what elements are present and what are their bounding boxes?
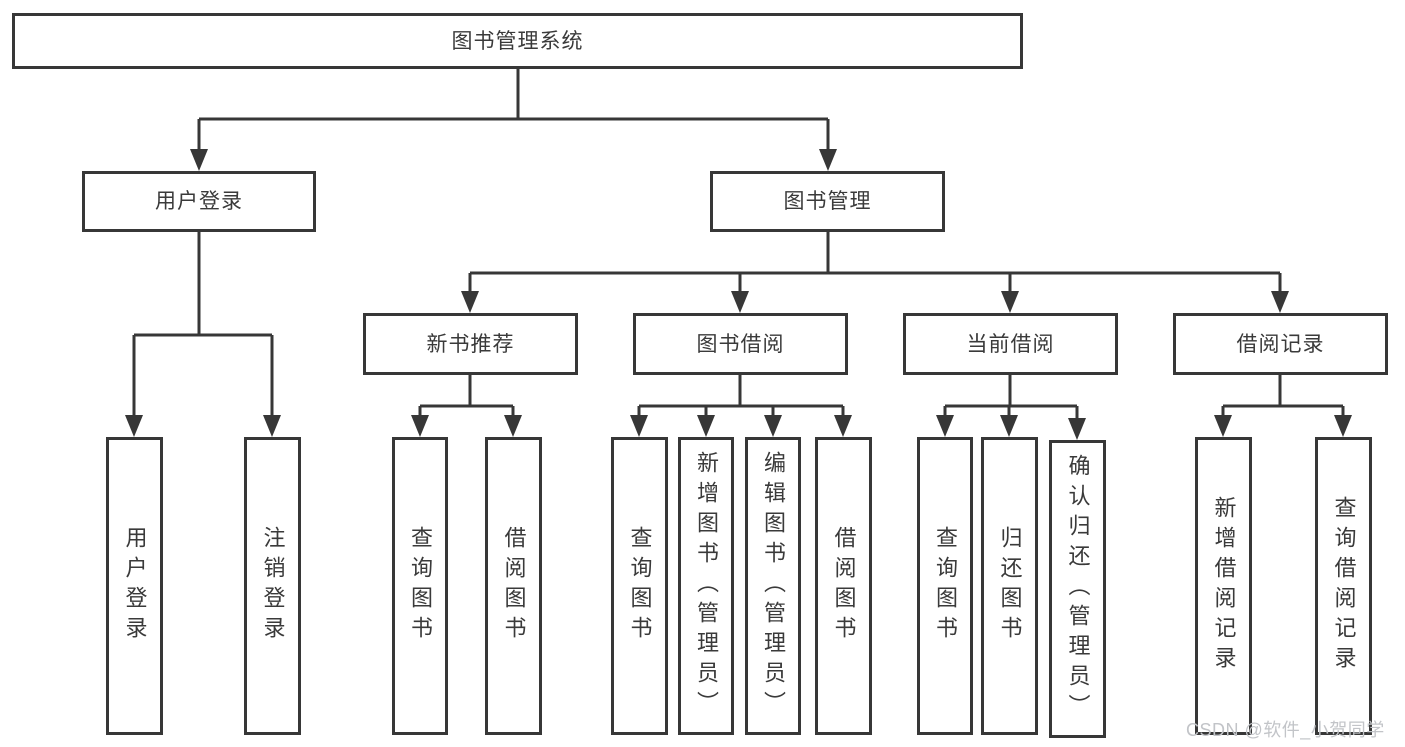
leaf-user-login: 用户登录: [106, 437, 163, 735]
arrowhead: [263, 415, 281, 437]
node-new-book-recommend: 新书推荐: [363, 313, 578, 375]
arrowhead: [190, 149, 208, 171]
node-label: 注销登录: [260, 526, 286, 646]
leaf-confirm-return-admin: 确认归还（管理员）: [1049, 440, 1106, 738]
arrowhead: [731, 291, 749, 313]
node-borrow-records: 借阅记录: [1173, 313, 1388, 375]
leaf-query-book-recommend: 查询图书: [392, 437, 448, 735]
node-library-management-system: 图书管理系统: [12, 13, 1023, 69]
node-label: 当前借阅: [966, 332, 1055, 356]
arrowhead: [834, 415, 852, 437]
leaf-borrow-book: 借阅图书: [815, 437, 872, 735]
connector-user-login-children: [132, 232, 274, 416]
node-label: 查询图书: [627, 526, 653, 646]
connector-root-to-level2: [197, 69, 830, 150]
node-label: 图书管理: [783, 190, 872, 213]
leaf-return-book: 归还图书: [981, 437, 1038, 735]
arrowhead: [1271, 291, 1289, 313]
node-label: 新增图书（管理员）: [694, 451, 719, 721]
arrowhead: [411, 415, 429, 437]
leaf-borrow-book-recommend: 借阅图书: [485, 437, 542, 735]
arrowhead: [764, 415, 782, 437]
arrowhead: [1068, 418, 1086, 440]
arrowhead: [630, 415, 648, 437]
arrowhead: [461, 291, 479, 313]
leaf-edit-book-admin: 编辑图书（管理员）: [745, 437, 801, 735]
node-label: 图书借阅: [696, 332, 785, 356]
arrowhead: [1214, 415, 1232, 437]
connector-borrow-records-children: [1221, 375, 1345, 416]
node-label: 新增借阅记录: [1211, 496, 1237, 676]
watermark: CSDN @软件_小贺同学: [1186, 720, 1385, 740]
node-label: 图书管理系统: [451, 29, 584, 53]
leaf-query-book-borrow: 查询图书: [611, 437, 668, 735]
node-label: 确认归还（管理员）: [1065, 454, 1091, 724]
node-user-login-group: 用户登录: [82, 171, 316, 232]
node-book-management: 图书管理: [710, 171, 945, 232]
arrowhead: [1000, 415, 1018, 437]
node-label: 用户登录: [155, 190, 243, 213]
node-label: 归还图书: [997, 526, 1023, 646]
node-label: 借阅记录: [1236, 332, 1325, 356]
node-label: 查询借阅记录: [1331, 496, 1357, 676]
arrowhead: [936, 415, 954, 437]
leaf-logout: 注销登录: [244, 437, 301, 735]
node-label: 新书推荐: [426, 332, 515, 356]
node-label: 借阅图书: [831, 526, 857, 646]
arrowhead: [697, 415, 715, 437]
connector-new-book-children: [418, 375, 515, 416]
arrowhead: [504, 415, 522, 437]
leaf-query-borrow-record: 查询借阅记录: [1315, 437, 1372, 735]
arrowhead: [1001, 291, 1019, 313]
connector-current-borrow-children: [943, 375, 1079, 419]
arrowhead: [1334, 415, 1352, 437]
node-label: 查询图书: [933, 526, 958, 646]
node-label: 查询图书: [408, 526, 433, 646]
arrowhead: [819, 149, 837, 171]
leaf-query-book-current: 查询图书: [917, 437, 973, 735]
node-label: 编辑图书（管理员）: [761, 451, 786, 721]
node-label: 用户登录: [122, 526, 148, 646]
connector-book-borrow-children: [637, 375, 845, 416]
node-book-borrow: 图书借阅: [633, 313, 848, 375]
arrowhead: [125, 415, 143, 437]
leaf-add-book-admin: 新增图书（管理员）: [678, 437, 734, 735]
leaf-add-borrow-record: 新增借阅记录: [1195, 437, 1252, 735]
connector-book-mgmt-children: [468, 232, 1282, 292]
node-current-borrow: 当前借阅: [903, 313, 1118, 375]
node-label: 借阅图书: [501, 526, 527, 646]
